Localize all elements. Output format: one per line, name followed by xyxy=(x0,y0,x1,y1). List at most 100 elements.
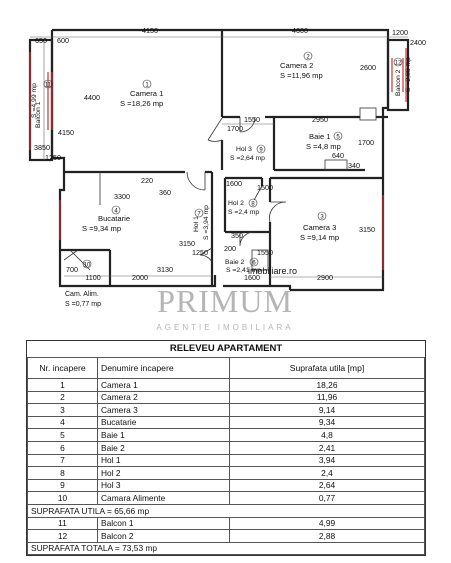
cell-name: Hol 3 xyxy=(97,478,230,493)
room-2-number: 2 xyxy=(306,55,310,61)
door-baie2 xyxy=(239,231,255,247)
room-7-area: S =3,94 mp xyxy=(203,205,210,240)
dim-label: 350 xyxy=(231,231,243,240)
room-7-number: 7 xyxy=(197,212,201,218)
cell-area: 4,8 xyxy=(229,428,425,442)
door-pantry-leaf xyxy=(63,249,79,261)
dim-label: 360 xyxy=(159,188,171,197)
dim-label: 1700 xyxy=(358,138,374,147)
dim-label: 3300 xyxy=(114,192,130,201)
dim-label: 1200 xyxy=(392,28,408,37)
door-kitchen xyxy=(199,247,213,263)
cell-nr: 2 xyxy=(27,390,98,405)
dim-label: 2950 xyxy=(312,115,328,124)
header-nr: Nr. incapere xyxy=(27,357,98,379)
dim-label: 1250 xyxy=(45,153,61,162)
cell-area: 2,88 xyxy=(229,529,425,543)
room-10-marker xyxy=(82,259,92,269)
wall-bottom-mid xyxy=(223,284,292,290)
plan-background xyxy=(0,0,451,340)
dim-label: 600 xyxy=(57,36,69,45)
room-10-name: Cam. Alim. xyxy=(65,291,99,298)
dim-label: 340 xyxy=(348,161,360,170)
dim-label: 2900 xyxy=(317,273,333,282)
dim-label: 3130 xyxy=(157,265,173,274)
cell-name: Camara Alimente xyxy=(97,491,230,505)
room-7-name: Hol 1 xyxy=(193,216,200,232)
dim-label: 700 xyxy=(66,265,78,274)
dim-label: 3150 xyxy=(359,225,375,234)
dim-label: 4150 xyxy=(142,26,158,35)
room-6-marker xyxy=(249,257,259,267)
room-3-number: 3 xyxy=(320,215,324,221)
room-2-name: Camera 2 xyxy=(280,61,313,70)
dim-label: 1700 xyxy=(227,124,243,133)
cell-area: 2,41 xyxy=(229,440,425,455)
cell-nr: 7 xyxy=(27,453,98,468)
dim-label: 1100 xyxy=(85,273,100,282)
dim-label: 220 xyxy=(141,176,153,185)
room-3-marker xyxy=(317,211,327,221)
wall-kitchen-bottom xyxy=(110,275,217,288)
dimension-lines xyxy=(30,36,408,278)
dim-label: 4400 xyxy=(84,93,100,102)
room-11-number: 11 xyxy=(45,83,52,89)
dimension-labels: 650 600 4150 4600 1200 2400 4400 2600 15… xyxy=(34,26,426,282)
room-markers xyxy=(43,51,403,269)
room-2-area: S =11,96 mp xyxy=(280,71,323,80)
doors xyxy=(63,116,287,271)
cell-area: 18,26 xyxy=(229,378,425,392)
cell-name: Camera 2 xyxy=(97,390,230,405)
room-1-number: 1 xyxy=(145,83,149,89)
dim-label: 2600 xyxy=(360,63,376,72)
fixtures xyxy=(99,107,377,271)
cell-name: Hol 1 xyxy=(97,453,230,468)
room-1-area: S =18,26 mp xyxy=(120,99,163,108)
dim-label: 1250 xyxy=(192,248,208,257)
room-4-name: Bucatarie xyxy=(98,214,130,223)
dim-label: 4600 xyxy=(292,26,308,35)
cell-nr: 12 xyxy=(27,529,98,543)
room-8-number: 8 xyxy=(251,202,255,208)
cell-nr: 5 xyxy=(27,428,98,442)
cell-area: 0,77 xyxy=(229,491,425,505)
room-2-marker xyxy=(303,51,313,61)
cell-nr: 8 xyxy=(27,466,98,480)
room-8-area: S =2,4 mp xyxy=(228,209,259,216)
room-5-name: Baie 1 xyxy=(309,132,331,141)
cell-name: Balcon 2 xyxy=(97,529,230,543)
room-8-name: Hol 2 xyxy=(228,200,244,207)
cell-area: 9,34 xyxy=(229,415,425,430)
dim-label: 1600 xyxy=(244,273,260,282)
cell-area: 11,96 xyxy=(229,390,425,405)
room-4-number: 4 xyxy=(114,209,118,215)
cell-area: 2,64 xyxy=(229,478,425,493)
room-3-area: S =9,14 mp xyxy=(300,233,339,242)
room-12-number: 12 xyxy=(395,61,402,67)
dim-label: 1550 xyxy=(257,248,273,257)
dim-label: 640 xyxy=(332,151,344,160)
dim-label: 2000 xyxy=(132,273,148,282)
header-name: Denumire incapere xyxy=(97,357,230,379)
cell-name: Camera 3 xyxy=(97,403,230,417)
room-6-number: 6 xyxy=(252,261,256,267)
dim-label: 3850 xyxy=(34,143,50,152)
table-title: RELEVEU APARTAMENT xyxy=(27,341,425,358)
column-camera2 xyxy=(359,107,377,121)
room-11-marker xyxy=(43,79,53,89)
room-11-name: Balcon 1 xyxy=(35,101,42,128)
room-1-name: Camera 1 xyxy=(130,89,163,98)
dim-label: 650 xyxy=(35,36,47,45)
wall-exterior-right xyxy=(52,28,390,292)
dim-label: 200 xyxy=(224,244,236,253)
cell-nr: 3 xyxy=(27,403,98,417)
